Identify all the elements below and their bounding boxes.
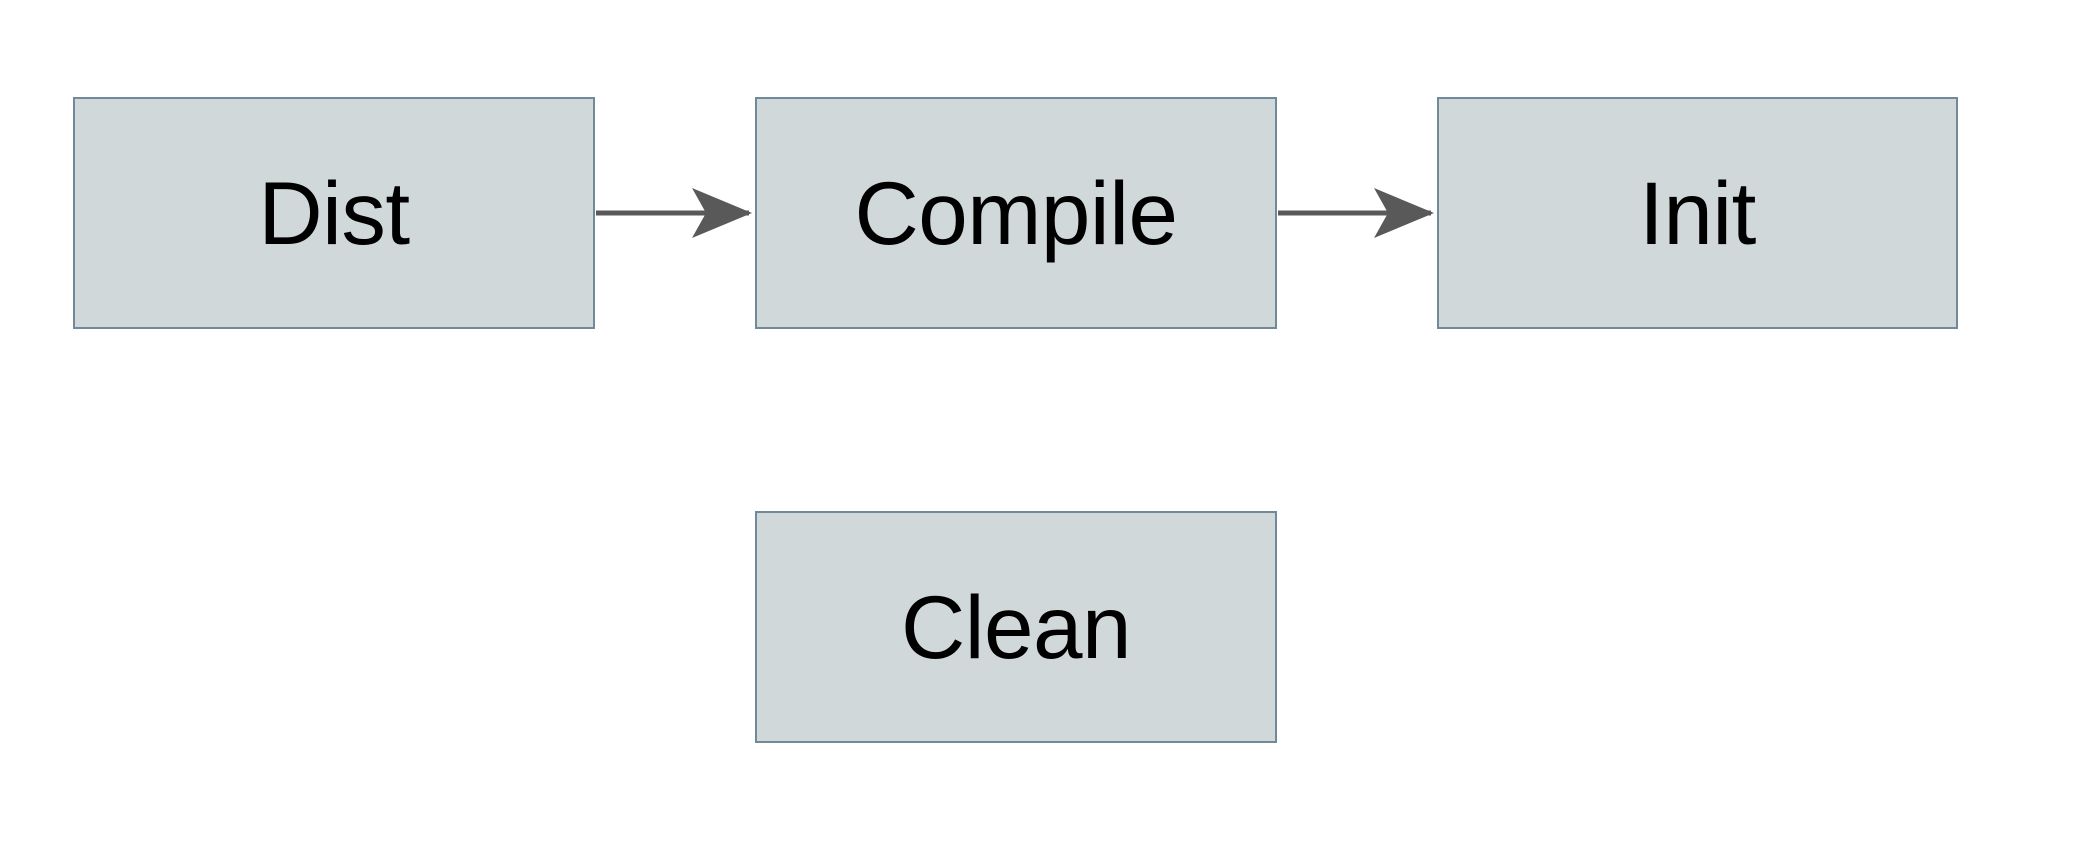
node-compile[interactable]: Compile <box>755 97 1277 329</box>
node-clean-label: Clean <box>900 576 1132 677</box>
node-init[interactable]: Init <box>1437 97 1958 329</box>
node-dist-label: Dist <box>258 162 410 263</box>
node-compile-label: Compile <box>854 162 1178 263</box>
node-dist[interactable]: Dist <box>73 97 595 329</box>
node-init-label: Init <box>1639 162 1756 263</box>
node-clean[interactable]: Clean <box>755 511 1277 743</box>
